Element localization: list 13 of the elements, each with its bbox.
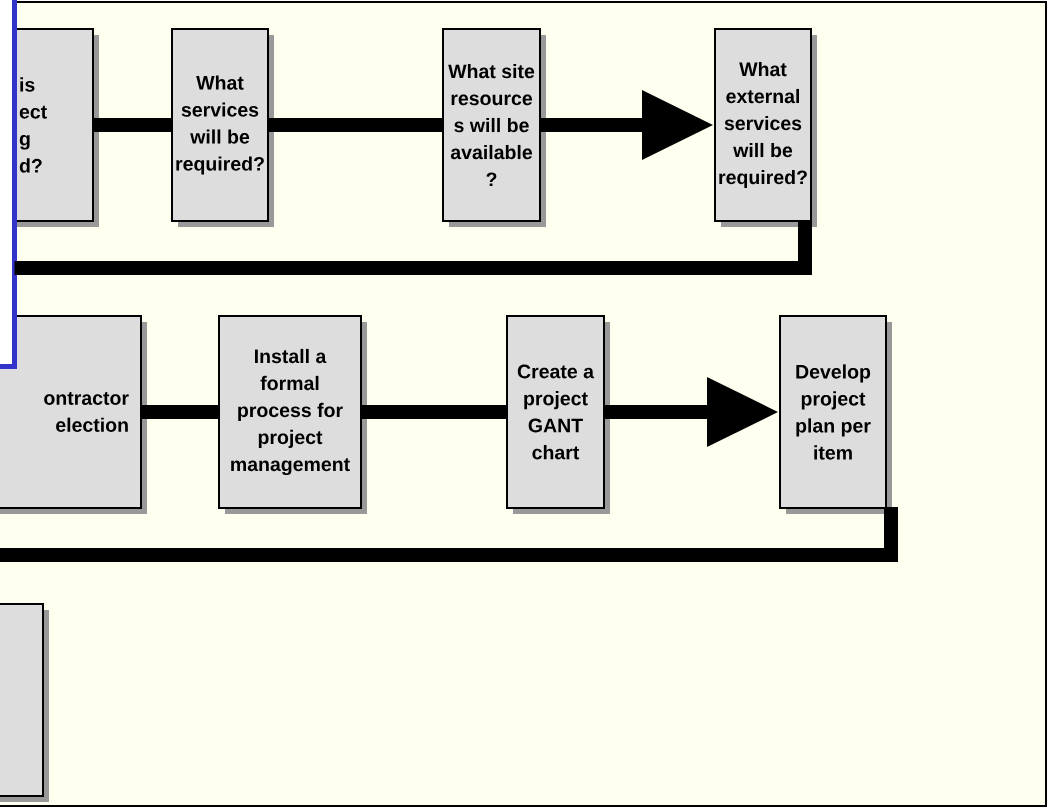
connector bbox=[142, 405, 218, 419]
empty-box bbox=[0, 603, 49, 802]
connector bbox=[269, 118, 442, 132]
process-box: ontractor election bbox=[0, 315, 147, 514]
side-panel bbox=[0, 0, 17, 369]
process-box: What services will be required? bbox=[171, 28, 274, 227]
process-box: Create a project GANT chart bbox=[506, 315, 610, 514]
connector bbox=[94, 118, 171, 132]
process-box: What site resource s will be available ? bbox=[442, 28, 546, 227]
connector bbox=[362, 405, 506, 419]
process-box: Develop project plan per item bbox=[779, 315, 892, 514]
process-box: Install a formal process for project management bbox=[218, 315, 367, 514]
process-box: What external services will be required? bbox=[714, 28, 817, 227]
